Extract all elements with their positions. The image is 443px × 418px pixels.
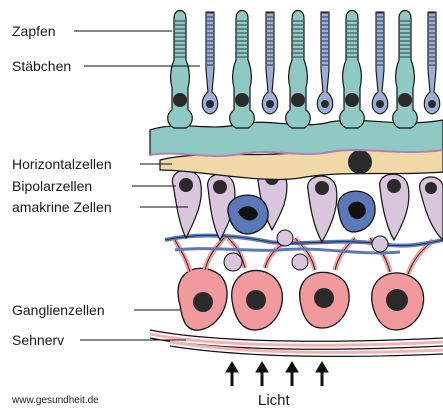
label-ganglion-cells: Ganglienzellen bbox=[12, 302, 105, 318]
rod-cell bbox=[262, 12, 278, 114]
rod-cell bbox=[317, 12, 333, 114]
label-bipolar-cells: Bipolarzellen bbox=[12, 178, 92, 194]
bipolar-cells bbox=[172, 167, 443, 242]
arrow-up-icon bbox=[256, 362, 268, 386]
label-optic-nerve: Sehnerv bbox=[12, 332, 64, 348]
credit-text: www.gesundheit.de bbox=[12, 395, 99, 406]
photoreceptor-layer bbox=[168, 11, 440, 129]
cone-cell bbox=[393, 11, 418, 129]
rod-cell bbox=[424, 12, 440, 114]
label-cones: Zapfen bbox=[12, 23, 56, 39]
cone-cell bbox=[286, 11, 311, 129]
arrow-up-icon bbox=[316, 362, 328, 386]
cone-cell bbox=[230, 11, 255, 129]
label-rods: Stäbchen bbox=[12, 58, 71, 74]
optic-nerve-fibers bbox=[150, 330, 443, 356]
rod-cell bbox=[372, 12, 388, 114]
arrow-up-icon bbox=[226, 362, 238, 386]
label-amacrine-cells: amakrine Zellen bbox=[12, 199, 112, 215]
label-horizontal-cells: Horizontalzellen bbox=[12, 156, 112, 172]
arrow-up-icon bbox=[286, 362, 298, 386]
label-light: Licht bbox=[258, 392, 290, 409]
cone-cell bbox=[168, 11, 193, 129]
amacrine-cells bbox=[228, 191, 375, 234]
cone-cell bbox=[340, 11, 365, 129]
rod-cell bbox=[202, 12, 218, 114]
light-arrows bbox=[226, 362, 328, 386]
